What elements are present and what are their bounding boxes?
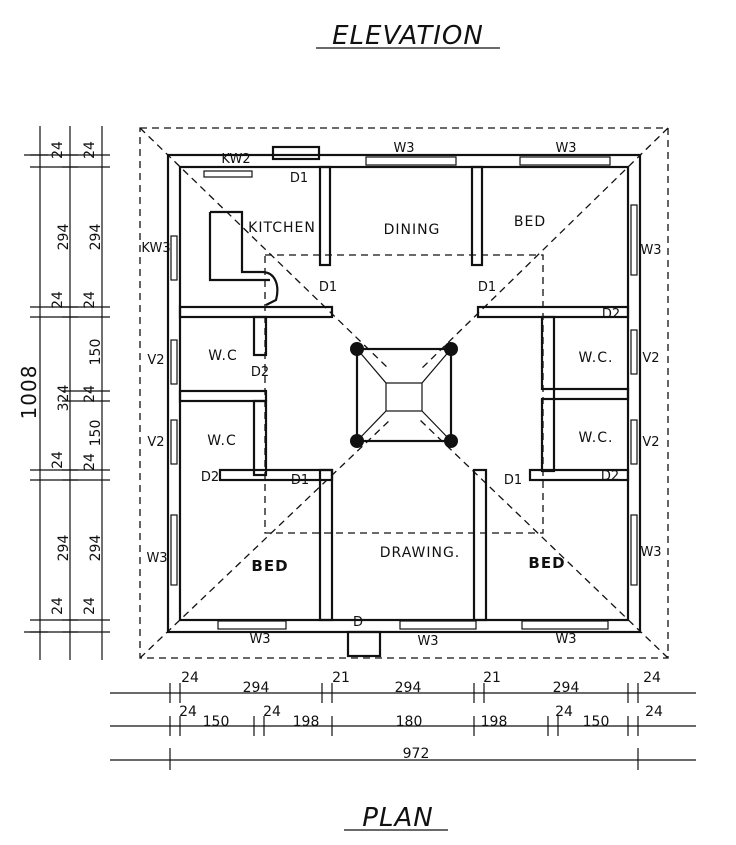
dim-v2-6: 24: [82, 453, 98, 471]
dim-h1-0: 24: [181, 670, 199, 686]
dining-label: DINING: [384, 222, 441, 238]
w3-top-1-label: W3: [393, 141, 414, 156]
d1-bed-right-label: D1: [504, 473, 522, 488]
w3-bottom-3-label: W3: [555, 632, 576, 647]
w3-left-label: W3: [146, 551, 167, 566]
wc-right-bottom-label: W.C.: [579, 430, 614, 446]
horizontal-dimension-labels: 24 294 21 294 21 294 24 24 150 24 198 18…: [179, 670, 663, 762]
w3-top-2-label: W3: [555, 141, 576, 156]
d2-right-top-label: D2: [602, 307, 620, 322]
w3-right-2-label: W3: [640, 545, 661, 560]
dim-h2-2: 24: [263, 704, 281, 720]
dim-v2-7: 294: [88, 535, 104, 562]
kitchen-fixtures: [208, 145, 321, 306]
w3-bottom-1-label: W3: [249, 632, 270, 647]
bed-right-label: BED: [528, 554, 565, 572]
dim-h2-0: 24: [179, 704, 197, 720]
dim-v1-3: 324: [56, 385, 72, 412]
bed-left-label: BED: [251, 557, 288, 575]
column-dot: [350, 342, 364, 356]
elevation-title: ELEVATION: [332, 21, 484, 51]
central-courtyard: [350, 342, 458, 448]
wc-left-top-label: W.C: [208, 348, 237, 364]
dim-h2-3: 198: [293, 714, 320, 730]
dim-h2-8: 24: [645, 704, 663, 720]
d1-dining-left-label: D1: [319, 280, 337, 295]
w3-bottom-2-label: W3: [417, 634, 438, 649]
d2-left-bottom-label: D2: [201, 470, 219, 485]
d2-wc-left-label: D2: [251, 365, 269, 380]
dim-h1-3: 294: [395, 680, 422, 696]
dim-v1-1: 294: [56, 224, 72, 251]
w3-right-1-label: W3: [640, 243, 661, 258]
dim-h2-1: 150: [203, 714, 230, 730]
horizontal-dimensions: [110, 683, 696, 770]
d1-bed-left-label: D1: [291, 473, 309, 488]
dim-h2-7: 150: [583, 714, 610, 730]
kw2-label: KW2: [221, 152, 250, 167]
v2-right-1-label: V2: [642, 351, 659, 366]
column-dot: [444, 434, 458, 448]
vertical-dimensions: [24, 126, 110, 660]
dim-v2-4: 24: [82, 385, 98, 403]
d-main-door-label: D: [353, 615, 363, 630]
v2-left-2-label: V2: [147, 435, 164, 450]
dim-v-total: 1008: [17, 365, 41, 420]
dim-v2-3: 150: [88, 339, 104, 366]
dim-v1-2: 24: [50, 291, 66, 309]
v2-right-2-label: V2: [642, 435, 659, 450]
interior-walls: [178, 165, 630, 622]
d1-dining-right-label: D1: [478, 280, 496, 295]
kw3-label: KW3: [141, 241, 170, 256]
wc-right-top-label: W.C.: [579, 350, 614, 366]
dim-h2-6: 24: [555, 704, 573, 720]
dim-v2-5: 150: [88, 420, 104, 447]
dim-v1-4: 24: [50, 451, 66, 469]
dim-h1-1: 294: [243, 680, 270, 696]
dim-h-total: 972: [403, 746, 430, 762]
dim-h2-4: 180: [396, 714, 423, 730]
v2-left-1-label: V2: [147, 353, 164, 368]
vertical-dimension-labels: 24 294 24 324 24 294 24 24 294 24 150 24…: [17, 141, 104, 615]
d1-kitchen-label: D1: [290, 171, 308, 186]
column-dot: [350, 434, 364, 448]
dim-v2-1: 294: [88, 224, 104, 251]
dim-h2-5: 198: [481, 714, 508, 730]
dim-v1-0: 24: [50, 141, 66, 159]
d2-right-bottom-label: D2: [601, 469, 619, 484]
dim-v2-0: 24: [82, 141, 98, 159]
column-dot: [444, 342, 458, 356]
dim-v1-6: 24: [50, 597, 66, 615]
dim-h1-5: 294: [553, 680, 580, 696]
dim-h1-6: 24: [643, 670, 661, 686]
roof-outline: [139, 127, 669, 659]
dim-h1-2: 21: [332, 670, 350, 686]
drawing-label: DRAWING.: [380, 545, 461, 561]
bed-top-label: BED: [514, 214, 546, 230]
dim-v2-8: 24: [82, 597, 98, 615]
dim-v2-2: 24: [82, 291, 98, 309]
dim-h1-4: 21: [483, 670, 501, 686]
kitchen-label: KITCHEN: [248, 220, 316, 236]
window-marks: [170, 156, 638, 658]
dim-v1-5: 294: [56, 535, 72, 562]
plan-title: PLAN: [362, 803, 433, 833]
wc-left-bottom-label: W.C: [207, 433, 236, 449]
